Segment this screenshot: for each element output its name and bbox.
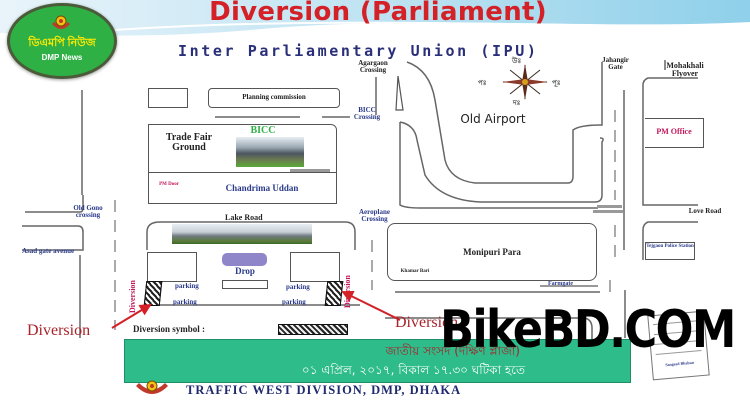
planning-commission-label: Planning commission bbox=[242, 93, 306, 101]
map-block bbox=[148, 88, 188, 108]
road-line bbox=[642, 221, 698, 260]
drop-zone-marker bbox=[222, 253, 267, 266]
trade-fair-ground-label: Trade Fair Ground bbox=[165, 132, 213, 153]
event-banner: জাতীয় সংসদ (দক্ষিণ প্লাজা) ০১ এপ্রিল, ২… bbox=[124, 339, 631, 383]
pm-door-label: PM Door bbox=[159, 182, 179, 187]
banner-line-1: জাতীয় সংসদ (দক্ষিণ প্লাজা) bbox=[385, 344, 520, 358]
road-line bbox=[25, 195, 84, 213]
khamar-bari-label: Khamar Bari bbox=[400, 269, 430, 274]
monipuri-para-block: Monipuri Para Khamar Bari bbox=[387, 223, 597, 281]
parking-label: parking bbox=[173, 298, 197, 306]
lake-road-label: Lake Road bbox=[225, 213, 263, 222]
diversion-symbol-swatch bbox=[278, 324, 348, 335]
compass-rose-icon bbox=[502, 64, 548, 100]
bicc-crossing-label: BICC Crossing bbox=[353, 106, 381, 121]
drop-label: Drop bbox=[235, 266, 255, 276]
pm-office-block: PM Office bbox=[645, 118, 704, 148]
pm-office-label: PM Office bbox=[656, 127, 692, 136]
trade-fair-ground-block: Trade Fair Ground bbox=[148, 124, 230, 174]
chandrima-uddan-label: Chandrima Uddan bbox=[225, 183, 299, 193]
old-gono-crossing-label: Old Gono crossing bbox=[73, 204, 103, 219]
tejgaon-police-station-block: Tejgaon Police Station bbox=[645, 242, 695, 260]
signboard-caption: Sangsad Bhaban bbox=[665, 359, 695, 368]
aeroplane-crossing-label: Aeroplane Crossing bbox=[359, 208, 390, 223]
logo-bengali-text: ডিএমপি নিউজ bbox=[28, 37, 96, 49]
parking-label: parking bbox=[175, 282, 199, 290]
monipuri-para-label: Monipuri Para bbox=[463, 247, 521, 257]
bicc-block: BICC bbox=[228, 124, 337, 174]
police-emblem-icon bbox=[52, 15, 70, 29]
dmp-news-logo: ডিএমপি নিউজ DMP News bbox=[7, 3, 117, 79]
road-line bbox=[399, 122, 598, 209]
parking-label: parking bbox=[286, 283, 310, 291]
parliament-building-photo bbox=[172, 224, 312, 244]
gate-bar bbox=[593, 210, 623, 213]
tejgaon-police-station-label: Tejgaon Police Station bbox=[646, 244, 694, 249]
compass-north-label: উঃ bbox=[512, 57, 522, 65]
logo-english-text: DMP News bbox=[41, 53, 83, 62]
road-line bbox=[642, 77, 698, 206]
chandrima-uddan-block: Chandrima Uddan bbox=[188, 172, 337, 204]
header-wave-decoration bbox=[0, 0, 750, 36]
footer-division-text: TRAFFIC WEST DIVISION, DMP, DHAKA bbox=[186, 383, 462, 397]
diversion-arrow-right bbox=[341, 291, 401, 321]
love-road-label: Love Road bbox=[688, 207, 722, 215]
agargaon-crossing-label: Agargaon Crossing bbox=[358, 59, 388, 74]
gate-bar bbox=[597, 205, 622, 208]
banner-line-2: ০১ এপ্রিল, ২০১৭, বিকাল ১৭.৩০ ঘটিকা হতে bbox=[301, 363, 525, 377]
road-line bbox=[385, 317, 593, 340]
parking-label: parking bbox=[282, 298, 306, 306]
bicc-building-photo bbox=[236, 137, 304, 167]
road-line bbox=[406, 61, 603, 184]
compass-west-label: পঃ bbox=[478, 79, 487, 87]
farmgate-label: Farmgate bbox=[548, 281, 573, 287]
map-block bbox=[222, 280, 268, 289]
diversion-label-left: Diversion bbox=[27, 322, 91, 339]
road-line bbox=[22, 225, 84, 251]
compass-south-label: দঃ bbox=[513, 99, 521, 107]
jahangir-gate-label: Jahangir Gate bbox=[602, 56, 629, 71]
bikebd-watermark: BikeBD.COM bbox=[440, 300, 736, 360]
gate-bar bbox=[290, 169, 330, 172]
old-airport-label: Old Airport bbox=[460, 112, 526, 126]
farmgate-bar bbox=[540, 285, 598, 287]
page-title: Diversion (Parliament) bbox=[209, 0, 547, 27]
airport-triangle bbox=[395, 75, 404, 111]
traffic-police-emblem-icon bbox=[136, 380, 168, 394]
mohakhali-flyover-label: Mohakhali Flyover bbox=[666, 61, 704, 78]
map-block bbox=[147, 252, 197, 282]
bicc-label: BICC bbox=[250, 125, 276, 136]
road-line bbox=[146, 221, 356, 250]
page-subtitle: Inter Parliamentary Union (IPU) bbox=[178, 42, 539, 60]
diversion-symbol-legend-label: Diversion symbol : bbox=[133, 324, 205, 334]
compass-east-label: পূঃ bbox=[552, 79, 561, 87]
asad-gate-avenue-label: Asad gate avenue bbox=[22, 247, 75, 255]
planning-commission-block: Planning commission bbox=[208, 88, 340, 108]
diversion-arrow-left bbox=[111, 303, 152, 329]
road-line bbox=[399, 121, 604, 203]
diversion-label-right: Diversion bbox=[395, 314, 459, 331]
map-block bbox=[290, 252, 340, 282]
